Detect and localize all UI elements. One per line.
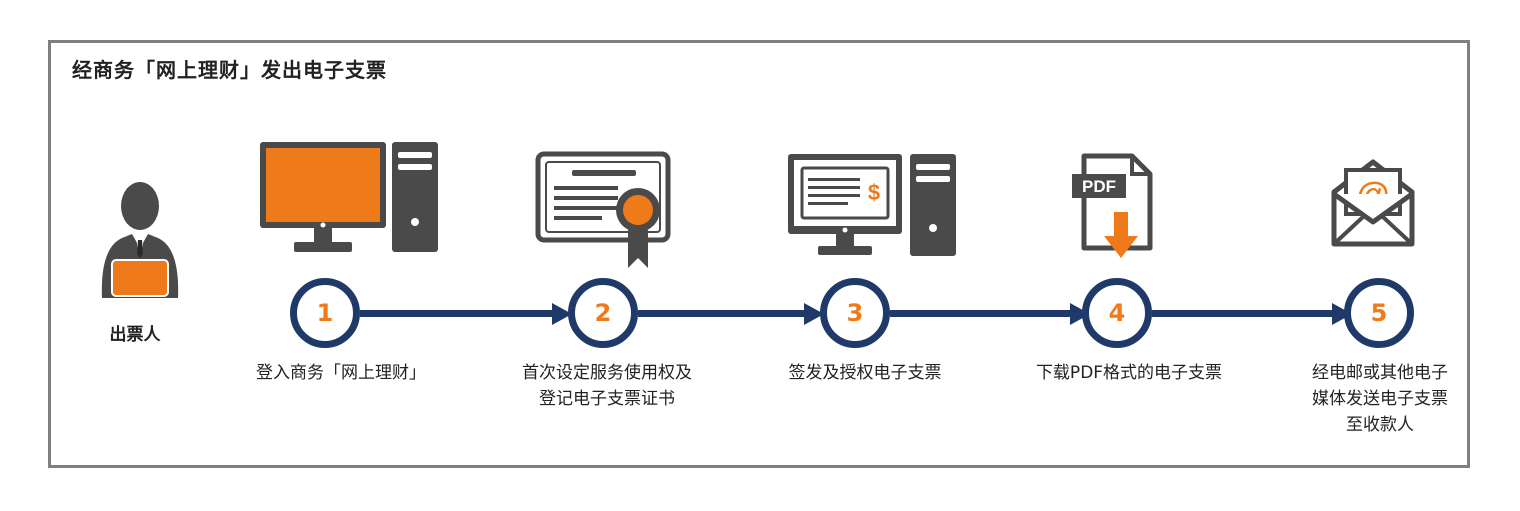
- dollar-sign: $: [868, 180, 880, 205]
- step-4-circle: 4: [1082, 278, 1152, 348]
- desktop-computer-icon: [260, 142, 438, 252]
- computer-cheque-icon: $: [788, 154, 956, 256]
- step-3-circle: 3: [820, 278, 890, 348]
- arrow-connector: [360, 310, 556, 317]
- step-5-label: 经电邮或其他电子 媒体发送电子支票 至收款人: [1312, 363, 1448, 435]
- step-1-number: 1: [316, 299, 334, 327]
- arrow-head: [804, 303, 824, 325]
- diagram-frame: [48, 40, 1470, 468]
- certificate-icon: [535, 151, 671, 268]
- issuer-label: 出票人: [109, 325, 161, 345]
- step-4-label: 下载PDF格式的电子支票: [1035, 363, 1223, 383]
- step-3-number: 3: [846, 299, 864, 327]
- step-2-circle: 2: [568, 278, 638, 348]
- arrow-connector: [638, 310, 808, 317]
- arrow-connector: [890, 310, 1074, 317]
- step-2-number: 2: [594, 299, 612, 327]
- arrow-head: [552, 303, 572, 325]
- person-laptop-icon: [101, 182, 179, 298]
- step-2-label: 首次设定服务使用权及 登记电子支票证书: [522, 363, 692, 409]
- email-envelope-icon: @: [1331, 159, 1415, 247]
- diagram-title: 经商务「网上理财」发出电子支票: [72, 58, 387, 82]
- pdf-download-icon: PDF: [1072, 153, 1153, 258]
- step-4-number: 4: [1108, 299, 1126, 327]
- step-5-circle: 5: [1344, 278, 1414, 348]
- step-1-circle: 1: [290, 278, 360, 348]
- step-3-label: 签发及授权电子支票: [788, 363, 942, 383]
- step-5-number: 5: [1370, 299, 1388, 327]
- pdf-text: PDF: [1082, 177, 1116, 196]
- step-1-label: 登入商务「网上理财」: [256, 363, 426, 383]
- arrow-connector: [1152, 310, 1336, 317]
